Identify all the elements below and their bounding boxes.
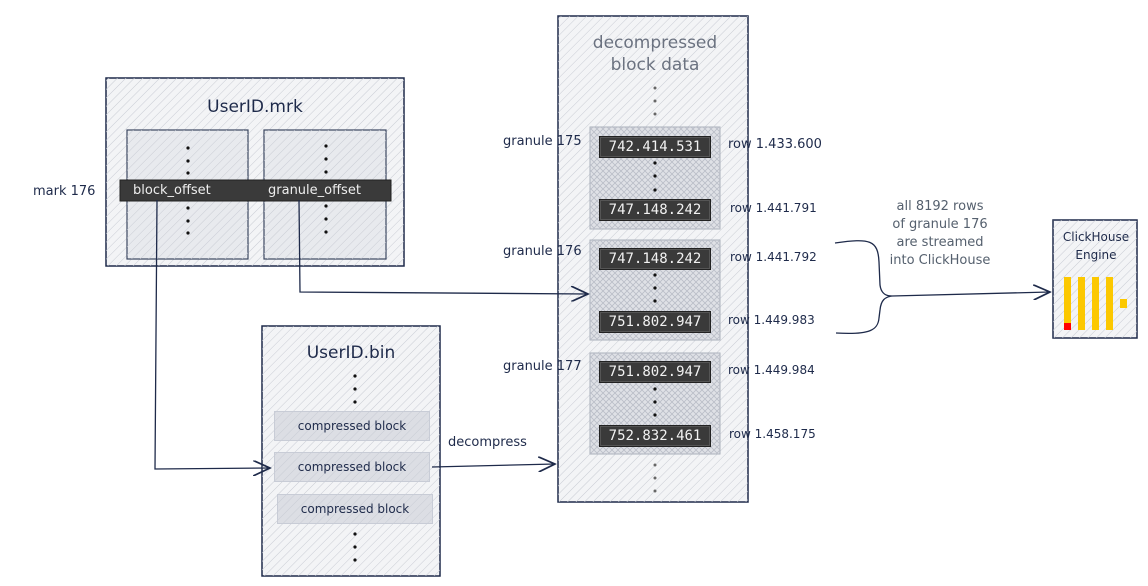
granule-last-value: 751.802.947 (599, 311, 711, 333)
clickhouse-engine-box (1052, 219, 1138, 339)
compressed-block: compressed block (274, 411, 430, 441)
compressed-block: compressed block (277, 494, 433, 524)
granule-last-row: row 1.458.175 (729, 427, 816, 441)
mrk-file-title: UserID.mrk (207, 97, 303, 117)
decompress-arrow (431, 464, 555, 467)
granule-first-row: row 1.449.984 (728, 363, 815, 377)
engine-title-line1: ClickHouse (1062, 230, 1130, 244)
granule-first-value: 742.414.531 (599, 136, 711, 158)
bin-file-title: UserID.bin (306, 343, 396, 363)
granule-brace (834, 240, 893, 335)
bin-file-box (261, 325, 441, 577)
stream-annotation-line: into ClickHouse (889, 253, 991, 268)
stream-arrow (891, 292, 1050, 296)
granule-label: granule 175 (503, 134, 582, 149)
granule-first-value: 747.148.242 (599, 248, 711, 270)
granule-first-row: row 1.433.600 (728, 137, 822, 152)
clickhouse-logo-icon (1064, 277, 1127, 330)
granule-last-row: row 1.449.983 (728, 313, 815, 327)
connectors (154, 199, 1050, 469)
block-offset-column: block_offset (133, 183, 211, 198)
block-offset-arrow (154, 199, 270, 469)
granule-last-row: row 1.441.791 (730, 201, 817, 215)
stream-annotation: all 8192 rows of granule 176 are streame… (880, 198, 1000, 270)
stream-annotation-line: all 8192 rows (896, 199, 984, 214)
granule-label: granule 177 (503, 359, 582, 374)
granule-first-row: row 1.441.792 (730, 250, 817, 264)
mark-label: mark 176 (33, 184, 96, 199)
stream-annotation-line: are streamed (896, 235, 984, 250)
granule-last-value: 747.148.242 (599, 199, 711, 221)
granule-last-value: 752.832.461 (599, 425, 711, 447)
decompressed-title-line2: block data (610, 55, 700, 75)
granule-first-value: 751.802.947 (599, 361, 711, 383)
granule-offset-arrow (298, 199, 588, 294)
granule-offset-column: granule_offset (268, 183, 361, 198)
decompressed-title-line1: decompressed (592, 33, 718, 53)
granule-label: granule 176 (503, 244, 582, 259)
compressed-block-selected: compressed block (274, 452, 430, 482)
mrk-file-box (105, 77, 405, 267)
decompress-label: decompress (448, 435, 527, 450)
stream-annotation-line: of granule 176 (892, 217, 988, 232)
engine-title-line2: Engine (1075, 248, 1117, 262)
